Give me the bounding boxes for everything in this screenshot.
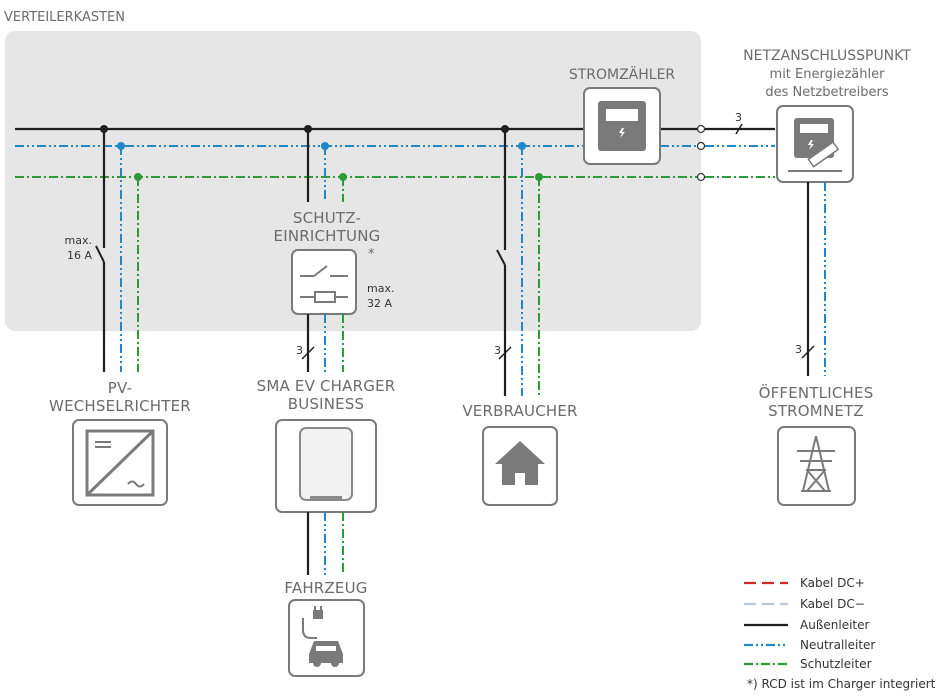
legend-label-phase: Außenleiter <box>800 618 870 632</box>
meter-icon <box>619 128 625 138</box>
grid-meter-seal-icon <box>807 141 840 168</box>
protection-device-box <box>291 249 357 315</box>
pv-breaker-max-value: 16 A <box>67 249 92 262</box>
vehicle-label: FAHRZEUG <box>284 579 367 597</box>
legend-label-neutral: Neutralleiter <box>800 638 875 652</box>
inverter-icon <box>85 429 155 497</box>
grid-point-sub1: mit Energiezähler <box>770 67 886 82</box>
vehicle-box <box>288 599 365 677</box>
protection-footnote-marker: * <box>368 247 375 262</box>
protection-label-1: SCHUTZ- <box>293 209 361 227</box>
meter-label: STROMZÄHLER <box>569 65 676 83</box>
legend: Kabel DC+ Kabel DC− Außenleiter Neutrall… <box>744 576 875 671</box>
protection-max-value: 32 A <box>367 297 392 310</box>
legend-label-dc-minus: Kabel DC− <box>800 597 865 611</box>
public-grid-label-1: ÖFFENTLICHES <box>759 383 874 402</box>
charger-conductor-count: 3 <box>296 344 303 357</box>
house-icon <box>495 441 545 485</box>
rcd-switch-icon <box>313 265 328 277</box>
pv-label-1: PV- <box>108 379 132 397</box>
charger-label-1: SMA EV CHARGER <box>257 377 396 395</box>
consumer-conductor-count: 3 <box>494 344 501 357</box>
ev-charger-icon <box>299 427 353 501</box>
pv-breaker-max-label: max. <box>65 234 92 247</box>
legend-label-dc-plus: Kabel DC+ <box>800 576 865 590</box>
terminal-earth <box>696 172 706 182</box>
consumer-label: VERBRAUCHER <box>462 402 577 420</box>
power-pylon-icon <box>797 435 835 492</box>
distribution-box-area <box>5 31 701 331</box>
protection-label-2: EINRICHTUNG <box>274 227 381 245</box>
plug-icon <box>302 618 317 639</box>
consumer-switch <box>496 249 506 266</box>
terminal-neutral <box>696 141 706 151</box>
protection-max-label: max. <box>367 282 394 295</box>
grid-point-title: NETZANSCHLUSSPUNKT <box>743 48 911 64</box>
footnote: *) RCD ist im Charger integriert <box>747 677 936 691</box>
charger-label-2: BUSINESS <box>288 395 365 413</box>
terminal-phase <box>696 124 706 134</box>
grid-conductor-count: 3 <box>735 111 742 124</box>
pv-breaker-switch <box>95 245 105 263</box>
legend-label-earth: Schutzleiter <box>800 657 872 671</box>
grid-point-sub2: des Netzbetreibers <box>765 85 888 100</box>
public-grid-box <box>777 426 856 506</box>
ev-car-icon <box>309 641 343 663</box>
pv-label-2: WECHSELRICHTER <box>49 397 191 415</box>
public-grid-conductor-count: 3 <box>795 343 802 356</box>
public-grid-label-2: STROMNETZ <box>768 402 864 420</box>
fuse-icon <box>314 291 336 303</box>
distribution-box-title: VERTEILERKASTEN <box>4 10 125 25</box>
